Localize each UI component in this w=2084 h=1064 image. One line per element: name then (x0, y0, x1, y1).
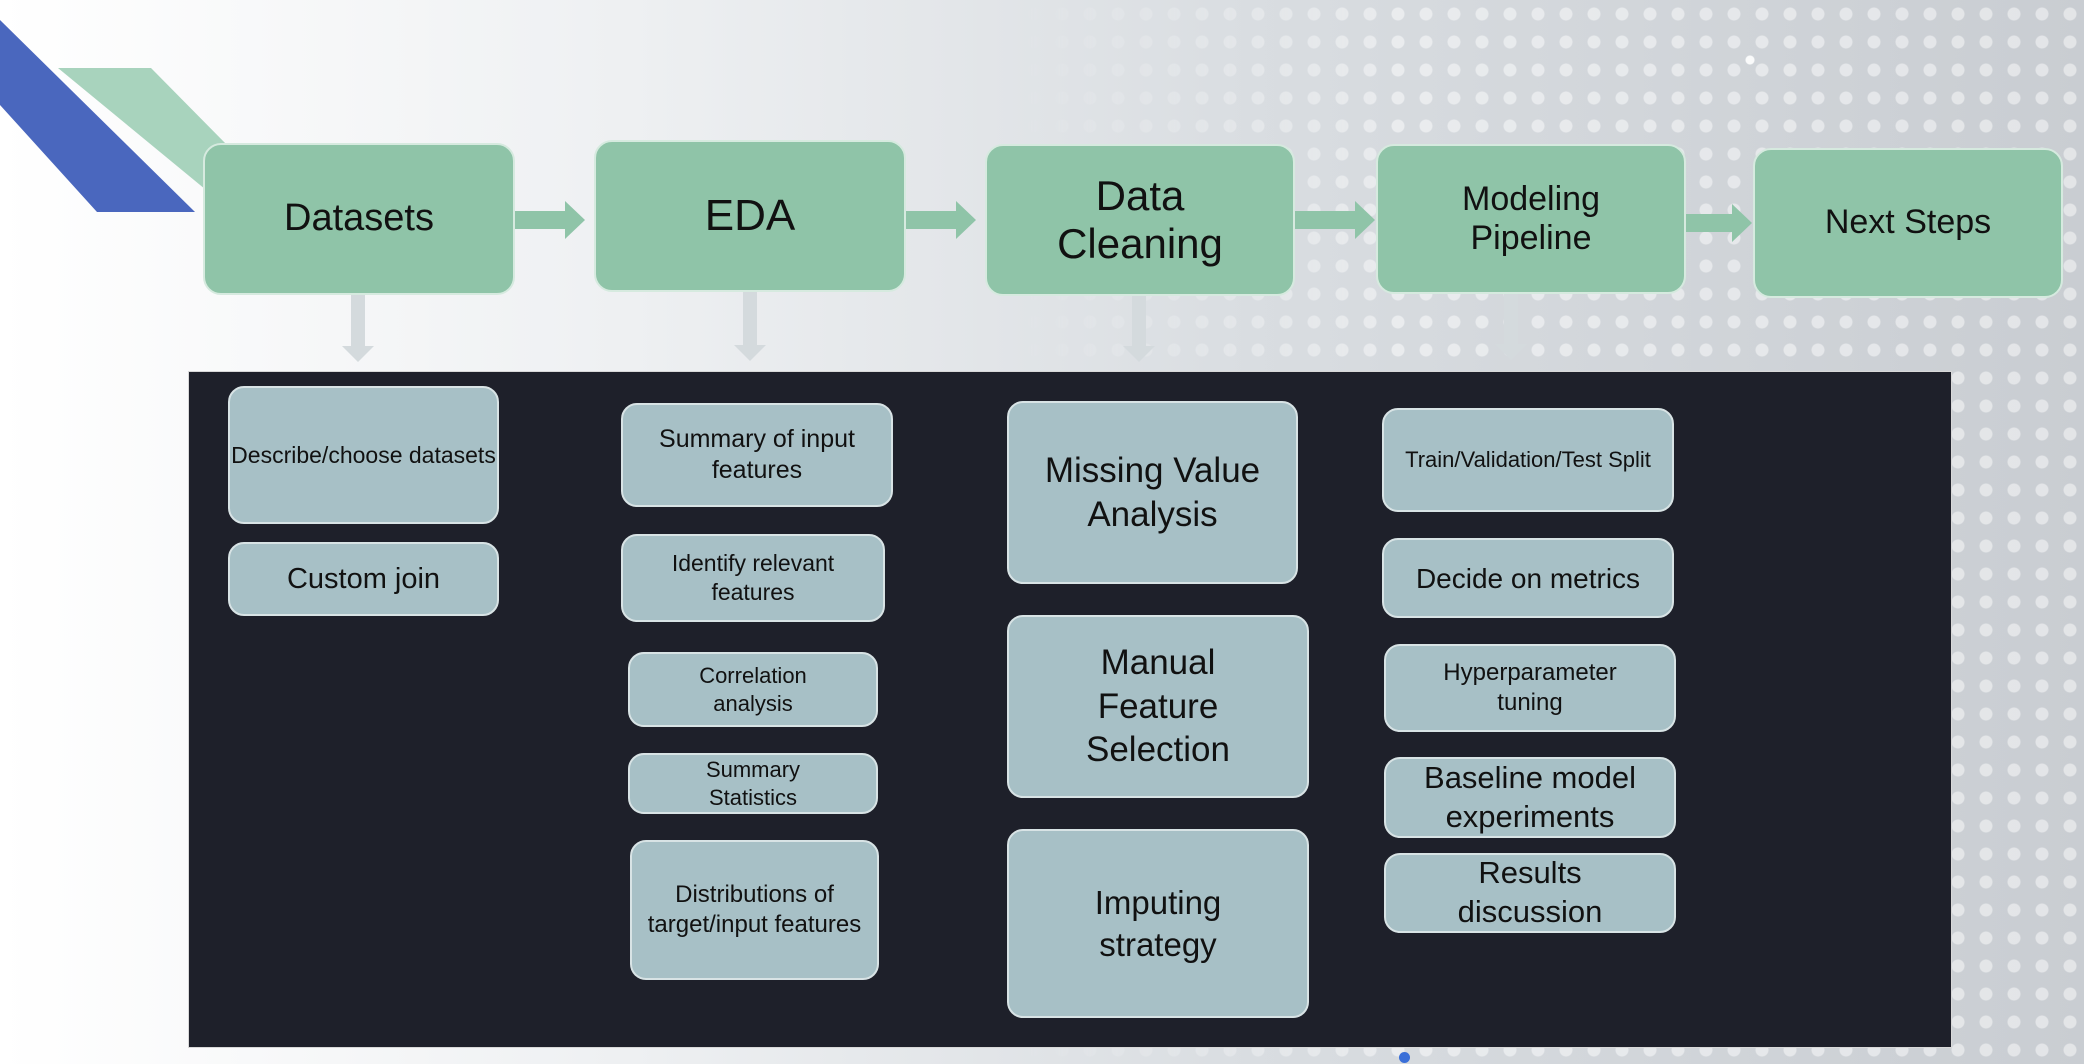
stage-eda[interactable]: EDA (594, 140, 906, 292)
task-label: Baseline model experiments (1424, 759, 1636, 834)
stage-datasets[interactable]: Datasets (203, 143, 515, 295)
stage-data-cleaning-label: Data Cleaning (1057, 171, 1223, 267)
stage-eda-label: EDA (704, 190, 796, 240)
arrow-cleaning-to-modeling (1295, 201, 1375, 239)
task-label: Results discussion (1457, 855, 1603, 929)
arrow-eda-to-cleaning (906, 201, 976, 239)
arrow-down-cleaning (1123, 296, 1155, 362)
task-correlation-analysis[interactable]: Correlation analysis (628, 652, 878, 727)
task-label: Distributions of target/input features (647, 881, 862, 938)
task-label: Custom join (286, 562, 441, 595)
task-decide-on-metrics[interactable]: Decide on metrics (1382, 538, 1674, 618)
arrow-datasets-to-eda (515, 201, 585, 239)
task-label: Correlation analysis (699, 663, 807, 716)
task-summary-input-features[interactable]: Summary of input features (621, 403, 893, 507)
task-label: Missing Value Analysis (1044, 450, 1261, 534)
task-label: Decide on metrics (1415, 562, 1641, 594)
arrow-down-modeling (1495, 294, 1527, 360)
task-hyperparameter-tuning[interactable]: Hyperparameter tuning (1384, 644, 1676, 732)
stage-modeling-pipeline-label: Modeling Pipeline (1462, 179, 1600, 257)
arrow-modeling-to-next (1686, 204, 1752, 242)
task-describe-choose-datasets[interactable]: Describe/choose datasets (228, 386, 499, 524)
task-label: Imputing strategy (1094, 884, 1222, 963)
task-missing-value-analysis[interactable]: Missing Value Analysis (1007, 401, 1298, 584)
task-label: Summary Statistics (705, 757, 801, 810)
stage-modeling-pipeline[interactable]: Modeling Pipeline (1376, 144, 1686, 294)
task-identify-relevant-features[interactable]: Identify relevant features (621, 534, 885, 622)
task-label: Train/Validation/Test Split (1405, 447, 1651, 473)
task-results-discussion[interactable]: Results discussion (1384, 853, 1676, 933)
stage-next-steps-label: Next Steps (1824, 203, 1992, 242)
task-manual-feature-selection[interactable]: Manual Feature Selection (1007, 615, 1309, 798)
task-label: Describe/choose datasets (231, 441, 496, 468)
task-baseline-model-experiments[interactable]: Baseline model experiments (1384, 757, 1676, 838)
arrow-down-eda (734, 292, 766, 361)
stage-next-steps[interactable]: Next Steps (1753, 148, 2063, 298)
stage-data-cleaning[interactable]: Data Cleaning (985, 144, 1295, 296)
task-summary-statistics[interactable]: Summary Statistics (628, 753, 878, 814)
task-label: Identify relevant features (671, 550, 835, 605)
task-label: Summary of input features (659, 424, 855, 484)
task-label: Manual Feature Selection (1086, 642, 1230, 770)
task-custom-join[interactable]: Custom join (228, 542, 499, 616)
arrow-down-datasets (342, 295, 374, 362)
task-label: Hyperparameter tuning (1443, 659, 1617, 716)
selection-handle[interactable] (1399, 1052, 1410, 1063)
stage-datasets-label: Datasets (284, 197, 434, 240)
task-train-validation-test-split[interactable]: Train/Validation/Test Split (1382, 408, 1674, 512)
task-distributions[interactable]: Distributions of target/input features (630, 840, 879, 980)
task-imputing-strategy[interactable]: Imputing strategy (1007, 829, 1309, 1018)
